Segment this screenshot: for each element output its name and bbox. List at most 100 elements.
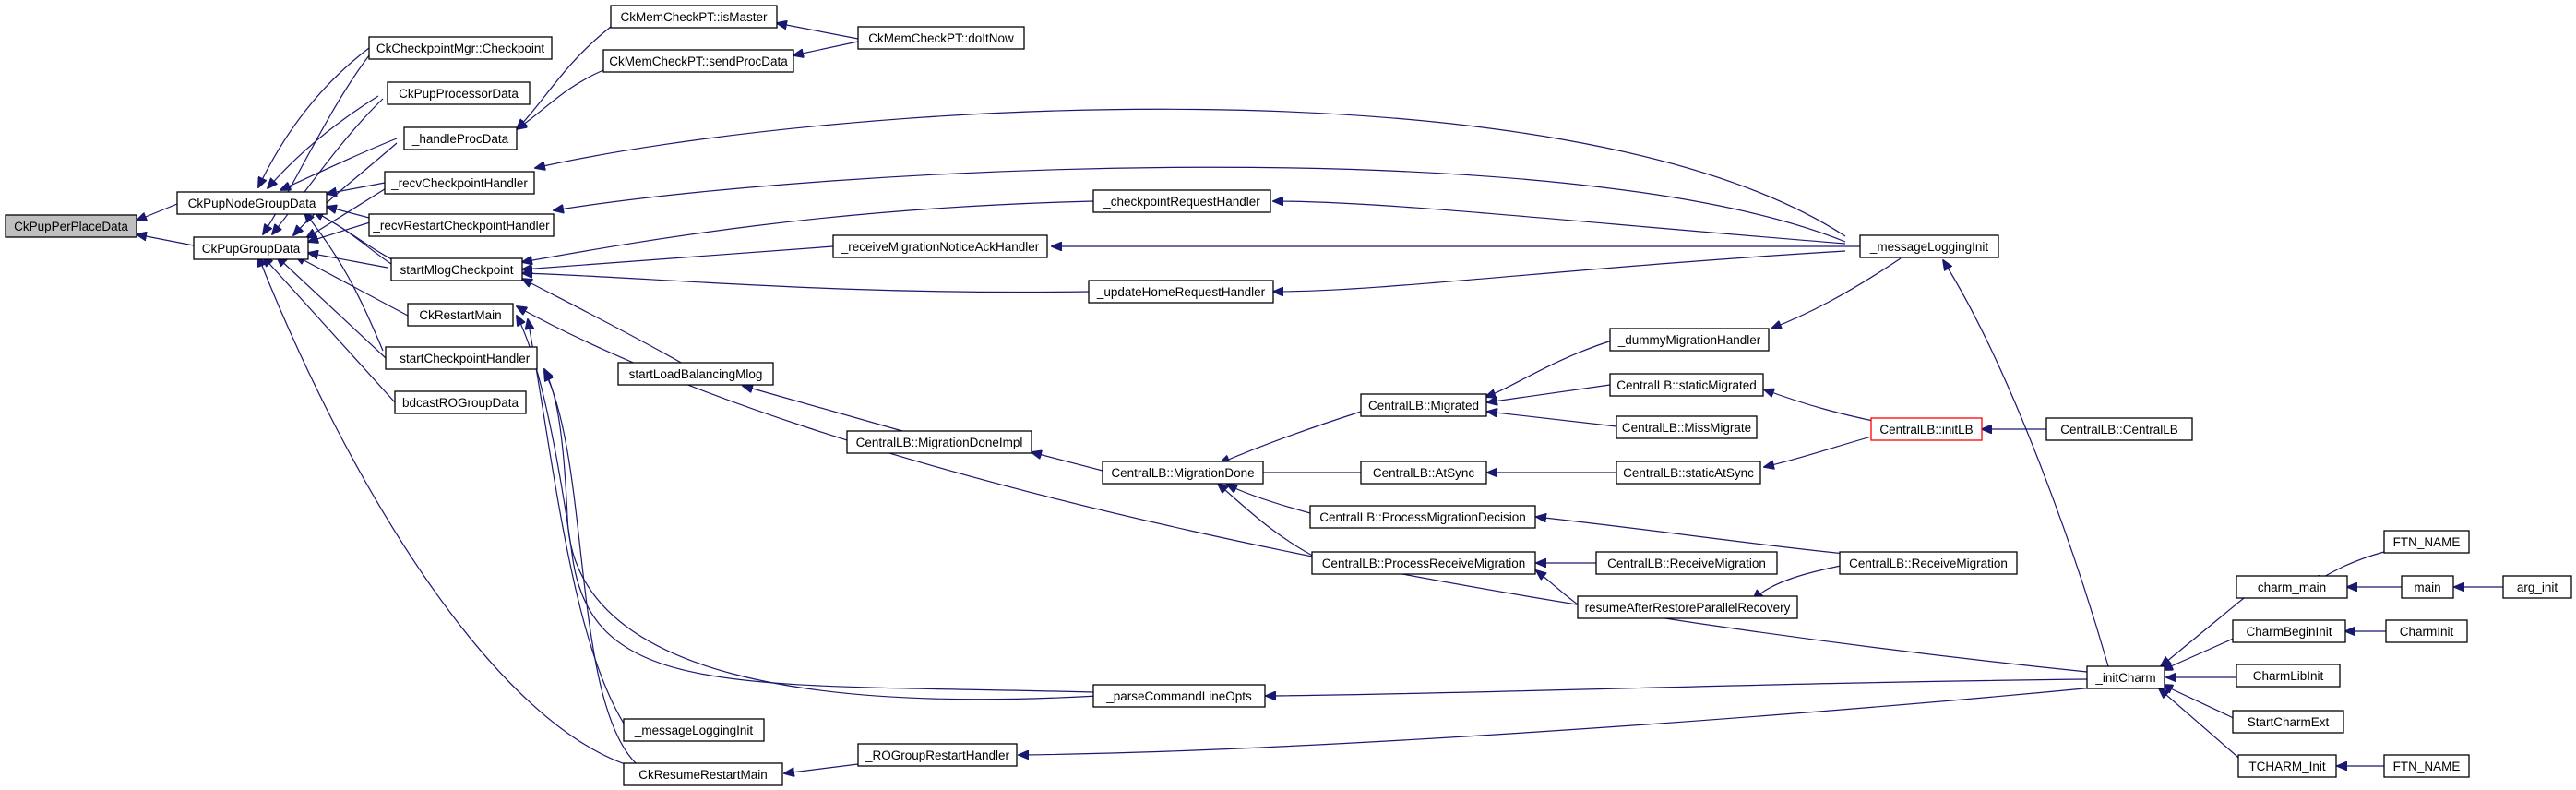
node-startmlogcheckpoint[interactable]: startMlogCheckpoint [390, 257, 523, 281]
node-label: _recvCheckpointHandler [390, 176, 528, 190]
node-handleprocdata[interactable]: _handleProcData [403, 126, 518, 150]
node-centrallb-processreceivemigration[interactable]: CentralLB::ProcessReceiveMigration [1311, 551, 1536, 575]
node-label: CkMemCheckPT::isMaster [620, 10, 768, 24]
node-initcharm[interactable]: _initCharm [2086, 665, 2165, 689]
node-ftn-name-top[interactable]: FTN_NAME [2383, 530, 2470, 554]
edge-lbmlog-to-startmlog [522, 279, 684, 365]
node-ckcheckpointmgr-checkpoint[interactable]: CkCheckpointMgr::Checkpoint [368, 36, 553, 60]
node-centrallb-migrationdoneimpl[interactable]: CentralLB::MigrationDoneImpl [846, 430, 1032, 454]
node-ckpupgroupdata[interactable]: CkPupGroupData [193, 236, 309, 260]
node-tcharm-init[interactable]: TCHARM_Init [2237, 754, 2337, 778]
edge-initcharm-to-restartmain [517, 306, 2088, 673]
node-label: CentralLB::ReceiveMigration [1849, 557, 2008, 570]
node-label: CkCheckpointMgr::Checkpoint [376, 42, 545, 55]
node-ckresumerestartmain[interactable]: CkResumeRestartMain [623, 762, 783, 786]
node-resumeafterrestoreparallelrecovery[interactable]: resumeAfterRestoreParallelRecovery [1577, 595, 1798, 619]
edge-doitnow-to-ismaster [777, 23, 859, 40]
node-updatehomerequesthandler[interactable]: _updateHomeRequestHandler [1088, 280, 1274, 304]
node-centrallb-centrallb[interactable]: CentralLB::CentralLB [2045, 417, 2193, 441]
edge-ismaster-to-handleproc [517, 26, 612, 129]
node-label: _initCharm [2094, 671, 2155, 685]
edge-recvmig-to-startmlog [522, 245, 834, 269]
node-receivemigrationnoticeackhandler[interactable]: _receiveMigrationNoticeAckHandler [832, 234, 1048, 258]
edge-sendproc-to-handleproc [517, 69, 604, 129]
node-messagelogginginit-low[interactable]: _messageLoggingInit [623, 718, 765, 742]
node-main[interactable]: main [2401, 575, 2454, 599]
node-bdcastrogroupdata[interactable]: bdcastROGroupData [394, 390, 527, 414]
node-ckmemcheckpt-doitnow[interactable]: CkMemCheckPT::doItNow [857, 26, 1025, 50]
node-ckpupnodegroupdata[interactable]: CkPupNodeGroupData [176, 191, 328, 215]
edge-checkpoint-to-nodegroup [258, 47, 370, 187]
node-centrallb-staticatsync[interactable]: CentralLB::staticAtSync [1616, 461, 1761, 485]
node-ckpupperplacedata[interactable]: CkPupPerPlaceData [5, 214, 137, 238]
edge-initlb-to-staticatsync [1764, 433, 1883, 467]
node-label: CentralLB::CentralLB [2060, 423, 2178, 437]
edge-startckpt-to-nodegroup [304, 212, 384, 352]
node-centrallb-receivemigration-mid[interactable]: CentralLB::ReceiveMigration [1595, 551, 1778, 575]
node-messagelogginginit-high[interactable]: _messageLoggingInit [1859, 234, 1999, 258]
node-recvcheckpointhandler[interactable]: _recvCheckpointHandler [384, 171, 535, 195]
node-ckrestartmain[interactable]: CkRestartMain [407, 303, 514, 327]
edge-resumemain-to-startckpt [544, 371, 638, 765]
edge-recvckpt-to-nodegroup [327, 182, 386, 194]
node-charmlibinit[interactable]: CharmLibInit [2236, 664, 2341, 688]
node-label: _messageLoggingInit [634, 724, 754, 737]
node-label: startMlogCheckpoint [400, 263, 513, 277]
node-startloadbalancingmlog[interactable]: startLoadBalancingMlog [617, 362, 774, 386]
node-label: _parseCommandLineOpts [1105, 689, 1252, 703]
node-label: _handleProcData [411, 132, 509, 146]
node-ckmemcheckpt-sendprocdata[interactable]: CkMemCheckPT::sendProcData [602, 49, 794, 73]
node-label: CentralLB::ProcessReceiveMigration [1322, 557, 1526, 570]
edge-bdcast-to-group [263, 257, 396, 403]
node-label: CentralLB::MissMigrate [1622, 421, 1751, 435]
edge-missmigrate-to-migrated [1487, 412, 1617, 427]
edge-parseopts-to-restartmain [517, 316, 1094, 693]
node-ckmemcheckpt-ismaster[interactable]: CkMemCheckPT::isMaster [610, 5, 778, 29]
node-label: arg_init [2517, 581, 2558, 594]
node-ftn-name-bottom[interactable]: FTN_NAME [2383, 754, 2470, 778]
edge-recvmigright-to-procdecision [1536, 517, 1846, 555]
node-centrallb-processmigrationdecision[interactable]: CentralLB::ProcessMigrationDecision [1309, 505, 1536, 529]
node-ckpupprocessordata[interactable]: CkPupProcessorData [387, 81, 531, 105]
node-centrallb-initlb[interactable]: CentralLB::initLB [1870, 417, 1983, 441]
edge-updatehome-to-startmlog [522, 273, 1090, 293]
node-arg-init[interactable]: arg_init [2502, 575, 2572, 599]
edge-mli-to-recvrestart [554, 166, 1846, 243]
edge-handleproc-to-nodegroup [280, 138, 398, 190]
edge-charmmain-to-initcharm [2161, 597, 2245, 666]
node-centrallb-atsync[interactable]: CentralLB::AtSync [1360, 461, 1487, 485]
edge-tcharm-to-initcharm [2159, 688, 2245, 763]
edge-startext-to-initcharm [2163, 685, 2238, 721]
node-startcheckpointhandler[interactable]: _startCheckpointHandler [385, 346, 538, 370]
node-startcharmext[interactable]: StartCharmExt [2232, 710, 2344, 734]
edge-initcharm-to-rogroup [1019, 687, 2095, 755]
edge-handleproc-to-group [293, 142, 398, 235]
node-charmbegininit[interactable]: CharmBeginInit [2232, 619, 2346, 643]
node-centrallb-missmigrate[interactable]: CentralLB::MissMigrate [1616, 415, 1758, 439]
node-rogrouprestarthandler[interactable]: _ROGroupRestartHandler [857, 743, 1018, 767]
edge-nodegroup-to-perplace [137, 203, 178, 221]
node-dummymigrationhandler[interactable]: _dummyMigrationHandler [1609, 328, 1770, 352]
node-label: startLoadBalancingMlog [629, 367, 763, 381]
edge-mli-to-recvckpt [535, 108, 1846, 237]
edge-procdata-to-group [272, 98, 384, 234]
node-parsecommandlineopts[interactable]: _parseCommandLineOpts [1092, 684, 1266, 708]
node-recvrestartcheckpointhandler[interactable]: _recvRestartCheckpointHandler [368, 213, 555, 237]
edge-mli-to-ckptreq [1273, 201, 1846, 245]
node-centrallb-migrationdone[interactable]: CentralLB::MigrationDone [1102, 461, 1264, 485]
node-charminit[interactable]: CharmInit [2385, 619, 2468, 643]
node-checkpointrequesthandler[interactable]: _checkpointRequestHandler [1092, 189, 1271, 213]
edge-ckptreq-to-startmlog [522, 200, 1094, 262]
nodes: CkPupPerPlaceData CkPupNodeGroupData CkP… [5, 5, 2572, 786]
edge-dummy-to-migrated [1485, 339, 1616, 397]
edge-recvckpt-to-group [306, 186, 388, 238]
edge-done-to-doneimpl [1032, 452, 1103, 472]
edge-mlilow-to-restartmain [528, 319, 628, 730]
edge-staticmigrated-to-migrated [1487, 384, 1611, 402]
node-centrallb-staticmigrated[interactable]: CentralLB::staticMigrated [1609, 373, 1764, 397]
node-label: StartCharmExt [2248, 715, 2330, 729]
node-centrallb-receivemigration-right[interactable]: CentralLB::ReceiveMigration [1839, 551, 2018, 575]
node-centrallb-migrated[interactable]: CentralLB::Migrated [1360, 393, 1487, 417]
node-label: CharmInit [2400, 625, 2454, 639]
node-charm-main[interactable]: charm_main [2236, 575, 2348, 599]
